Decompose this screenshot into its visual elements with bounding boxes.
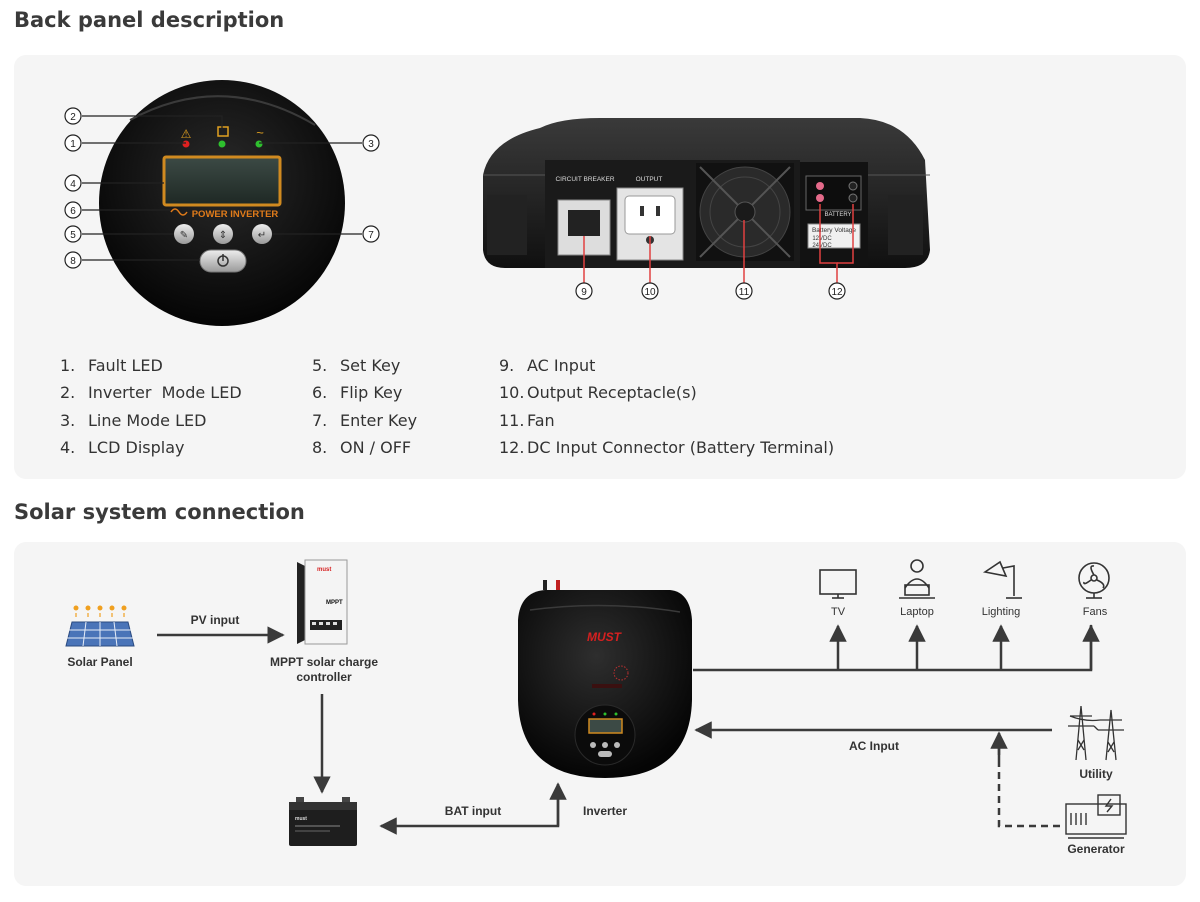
voltage-24-label: 24VDC <box>812 243 832 249</box>
enter-key[interactable] <box>252 224 272 244</box>
callout-8: 8 <box>70 256 76 267</box>
side-vent-left <box>487 195 527 255</box>
legend-item: 8.ON / OFF <box>312 437 412 457</box>
callout-9: 9 <box>581 287 587 298</box>
back-panel-title: Back panel description <box>14 8 285 32</box>
mppt-label-line2: controller <box>296 670 352 684</box>
mppt-label-line1: MPPT solar charge <box>270 655 378 669</box>
mppt-controller-device: must MPPT <box>297 559 348 645</box>
ac-input-label: AC Input <box>849 739 899 753</box>
legend-item: 1.Fault LED <box>60 356 163 375</box>
rear-callout-lines <box>583 204 854 283</box>
solar-connection-title: Solar system connection <box>14 500 305 524</box>
battery-device: must <box>289 797 357 846</box>
callout-6: 6 <box>70 206 76 217</box>
flip-key[interactable] <box>213 224 233 244</box>
output-bus <box>693 624 1100 672</box>
load-lighting-label: Lighting <box>982 606 1021 618</box>
legend-item: 2.Inverter Mode LED <box>60 383 242 403</box>
laptop-icon <box>899 559 935 599</box>
callout-5: 5 <box>70 230 76 241</box>
legend-item: 9.AC Input <box>499 356 596 375</box>
load-tv-label: TV <box>831 606 846 618</box>
line-mode-led <box>255 140 263 148</box>
mppt-brand: must <box>317 567 331 573</box>
updown-icon: ⇕ <box>219 230 227 241</box>
legend-item: 10.Output Receptacle(s) <box>499 383 697 403</box>
inverter-brand: MUST <box>587 630 623 644</box>
generator-label: Generator <box>1067 842 1125 856</box>
warning-icon: ⚠ <box>181 127 192 141</box>
fan-icon <box>1078 562 1110 599</box>
legend-item: 11.Fan <box>499 410 555 430</box>
solar-panel-icon <box>65 605 135 647</box>
pv-input-label: PV input <box>191 613 240 627</box>
legend-column-1: 1.Fault LED 2.Inverter Mode LED 3.Line M… <box>60 352 242 461</box>
front-brand-label: POWER INVERTER <box>192 209 279 220</box>
bat-input-label: BAT input <box>445 804 501 818</box>
inverter-mode-led <box>218 140 226 148</box>
ac-wave-icon: ~ <box>256 125 264 140</box>
generator-icon <box>1065 794 1127 839</box>
inverter-rear-panel: CIRCUIT BREAKER OUTPUT BATTERY Battery V… <box>483 118 930 268</box>
tv-icon <box>819 569 857 599</box>
callout-10: 10 <box>644 287 656 298</box>
side-vent-right <box>888 195 923 255</box>
lcd-display <box>162 155 282 207</box>
legend-item: 12.DC Input Connector (Battery Terminal) <box>499 437 835 457</box>
callout-7: 7 <box>368 230 374 241</box>
callout-2: 2 <box>70 112 76 123</box>
circuit-breaker-label: CIRCUIT BREAKER <box>555 176 614 183</box>
sine-icon <box>170 208 188 216</box>
mppt-text: MPPT <box>326 600 343 606</box>
battery-voltage-label: Battery Voltage <box>812 227 856 234</box>
legend-item: 4.LCD Display <box>60 437 185 457</box>
solar-panel-label: Solar Panel <box>67 655 132 669</box>
callout-4: 4 <box>70 179 76 190</box>
utility-tower-icon <box>1068 705 1124 761</box>
wrench-icon: ✎ <box>180 230 188 241</box>
generator-dashed-line <box>997 731 1060 828</box>
battery-brand: must <box>295 816 307 822</box>
callout-12: 12 <box>831 287 843 298</box>
inverter-front-panel: ⚠ ~ POWER INVERTER ✎ ⇕ ↵ <box>99 80 345 326</box>
load-fans-label: Fans <box>1083 606 1108 618</box>
fan <box>696 163 794 261</box>
battery-icon <box>217 126 229 137</box>
battery-label: BATTERY <box>824 212 851 218</box>
legend-item: 5.Set Key <box>312 356 401 375</box>
load-laptop-label: Laptop <box>900 606 934 618</box>
lighting-icon <box>982 560 1022 599</box>
rear-callout-markers <box>575 282 846 300</box>
front-callout-markers <box>64 107 380 269</box>
inverter-label: Inverter <box>583 804 627 818</box>
enter-icon: ↵ <box>258 230 266 241</box>
legend-item: 6.Flip Key <box>312 383 403 403</box>
callout-11: 11 <box>739 287 750 298</box>
legend-column-3: 9.AC Input 10.Output Receptacle(s) 11.Fa… <box>499 352 834 461</box>
set-key[interactable] <box>174 224 194 244</box>
output-label: OUTPUT <box>636 176 663 183</box>
legend-column-2: 5.Set Key 6.Flip Key 7.Enter Key 8.ON / … <box>312 352 417 461</box>
utility-label: Utility <box>1079 767 1113 781</box>
legend-item: 3.Line Mode LED <box>60 410 207 430</box>
callout-3: 3 <box>368 139 374 150</box>
inverter-device: MUST <box>518 580 692 778</box>
front-callout-lines <box>82 115 362 261</box>
legend-item: 7.Enter Key <box>312 410 418 430</box>
voltage-12-label: 12VDC <box>812 236 832 242</box>
fault-led <box>182 140 190 148</box>
callout-1: 1 <box>70 139 76 150</box>
